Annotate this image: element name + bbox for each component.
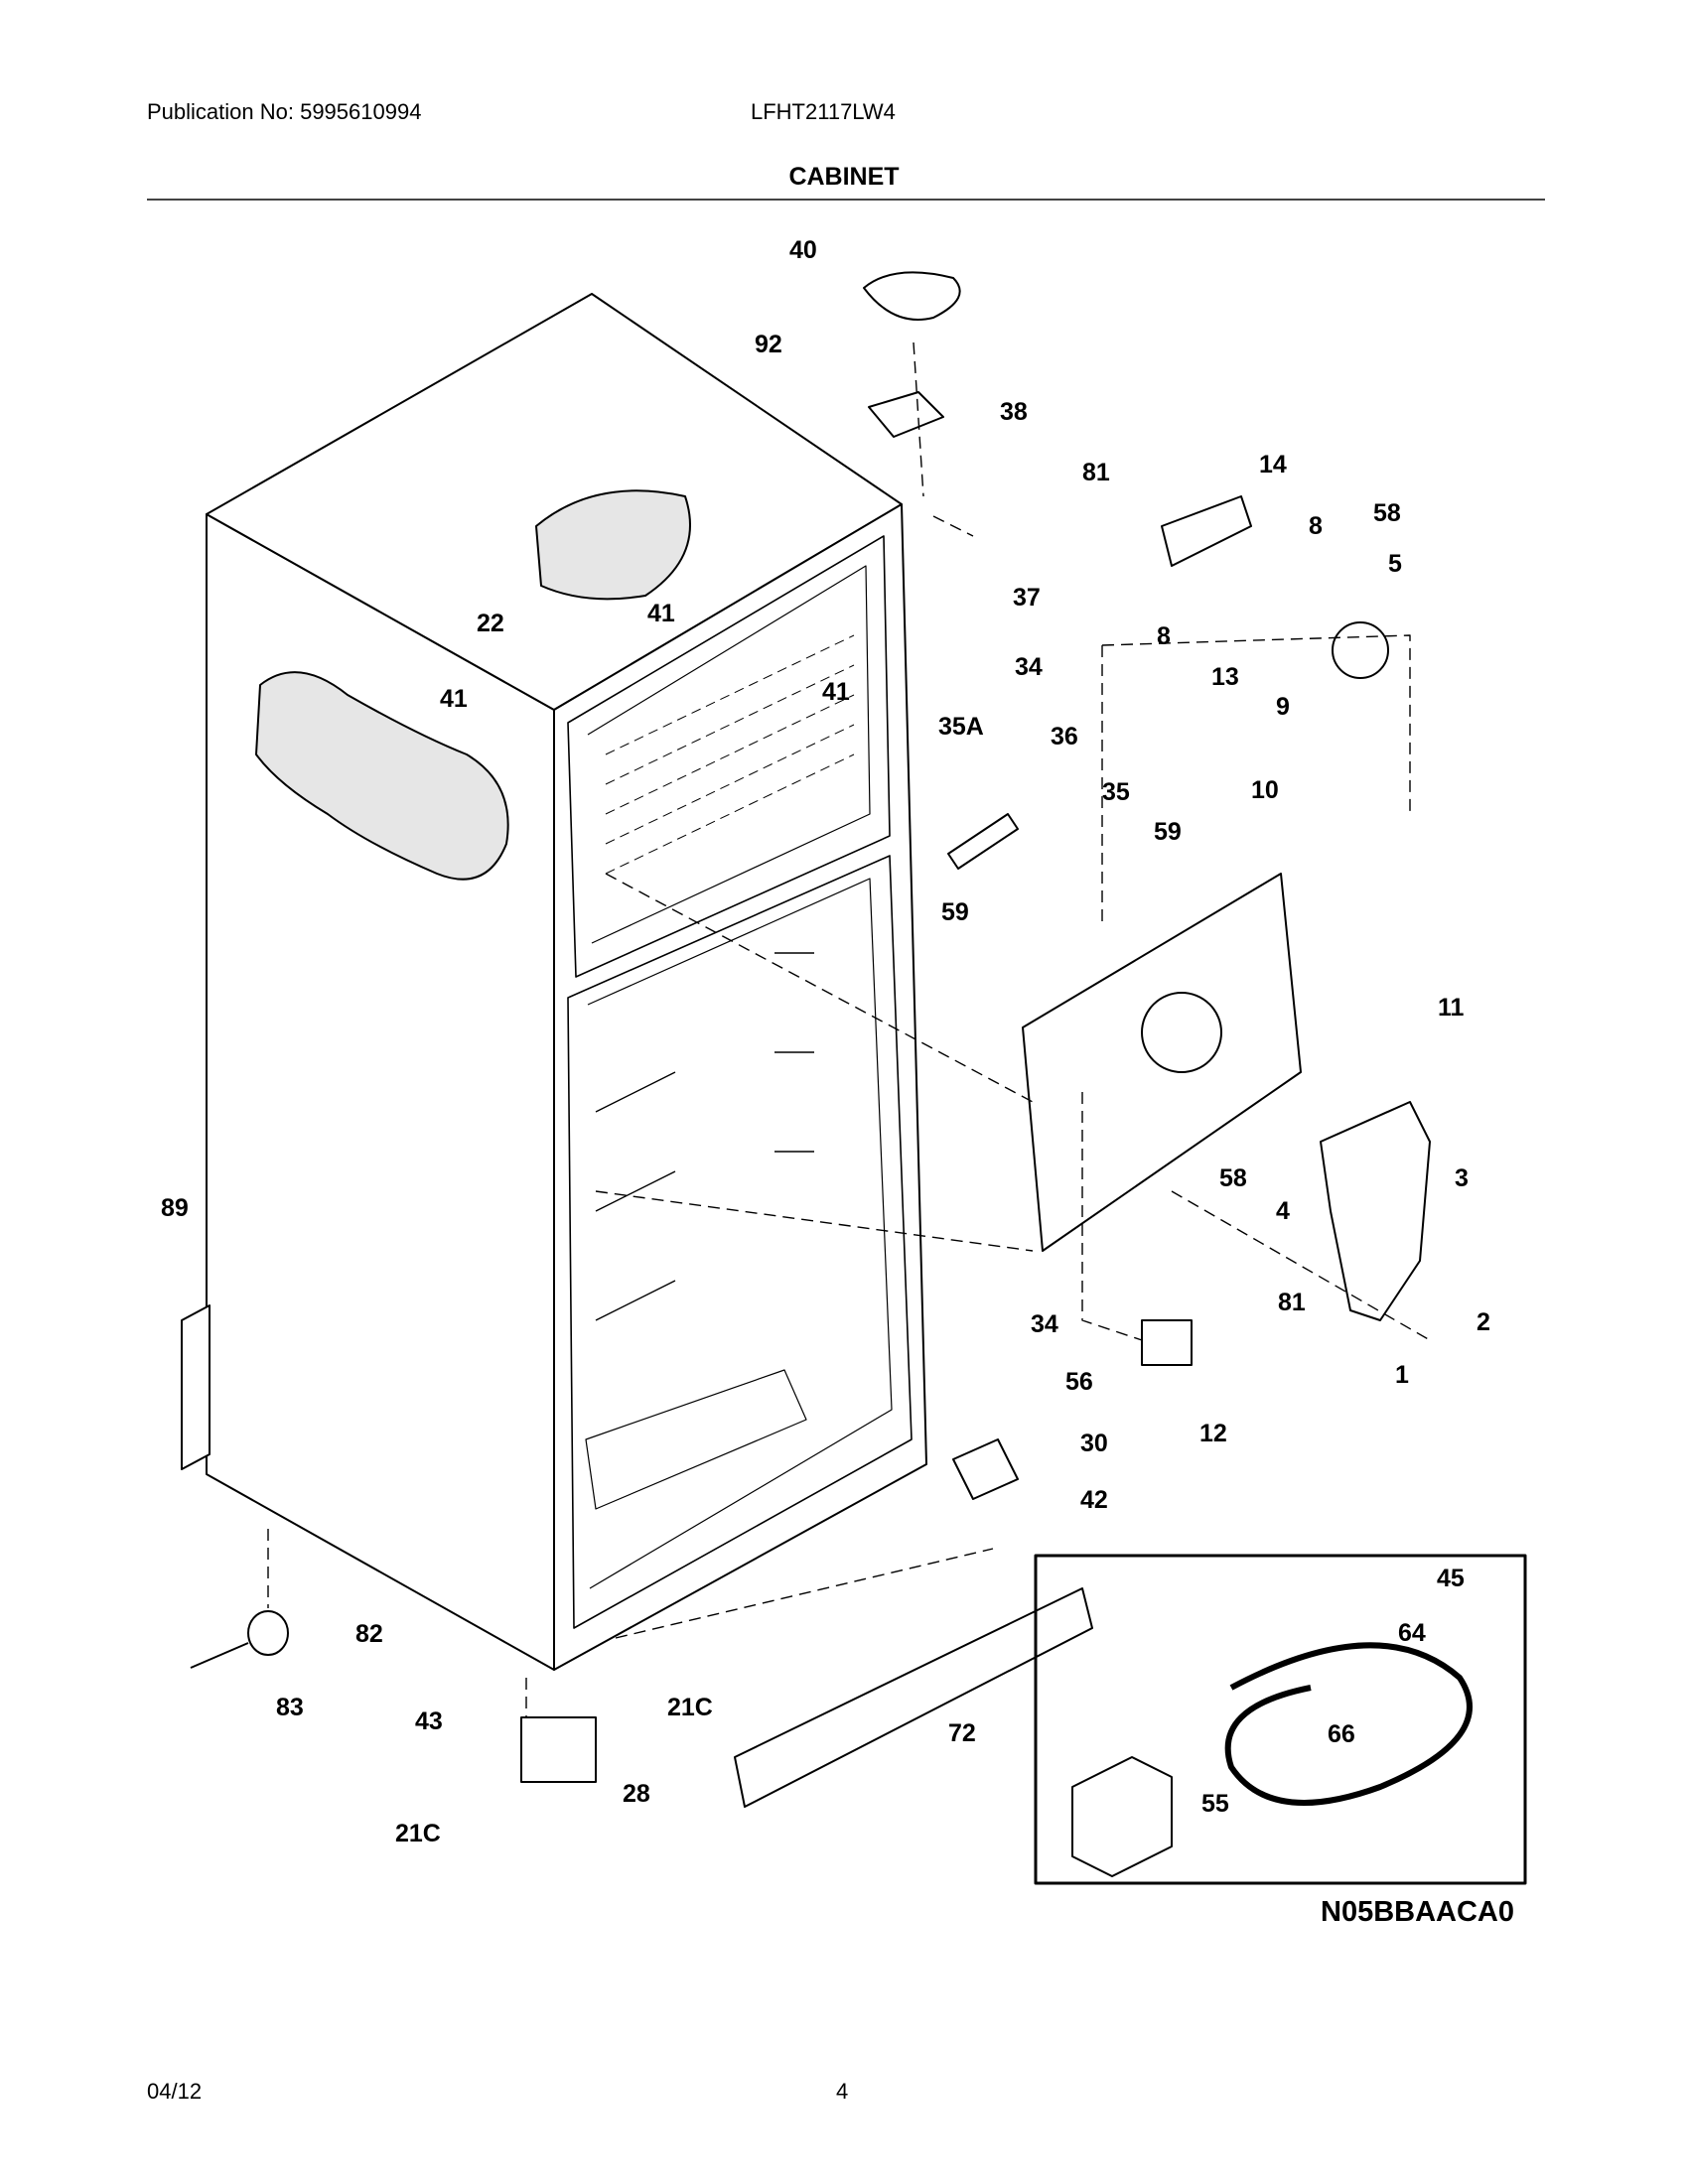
callout-5: 5 — [1388, 550, 1402, 578]
callout-59: 59 — [1154, 818, 1182, 846]
callout-83: 83 — [276, 1694, 304, 1721]
callout-labels: 40 92 38 37 81 14 8 58 5 8 13 9 41 22 41… — [161, 236, 1490, 1847]
fan-opening — [1141, 992, 1222, 1073]
callout-12: 12 — [1199, 1420, 1227, 1447]
callout-58: 58 — [1373, 499, 1401, 527]
leveling-leg — [247, 1610, 289, 1656]
callout-92: 92 — [755, 331, 782, 358]
callout-10: 10 — [1251, 776, 1279, 804]
callout-41: 41 — [647, 600, 675, 627]
hinge-cover — [863, 271, 961, 321]
center-hinge — [947, 813, 1019, 870]
callout-43: 43 — [415, 1707, 443, 1735]
relay-part — [520, 1716, 597, 1783]
insulation-patch — [255, 671, 509, 881]
callout-42: 42 — [1080, 1486, 1108, 1514]
callout-58: 58 — [1219, 1164, 1247, 1192]
callout-1: 1 — [1395, 1361, 1409, 1389]
cabinet-front-frame — [553, 503, 927, 1671]
top-cutout — [535, 489, 691, 601]
callout-37: 37 — [1013, 584, 1041, 612]
callout-59: 59 — [941, 898, 969, 926]
crisper-drawer-area — [585, 1369, 807, 1510]
fan-motor-bracket — [1161, 495, 1252, 567]
control-housing — [1320, 1101, 1431, 1321]
callout-28: 28 — [623, 1780, 650, 1808]
callout-45: 45 — [1437, 1565, 1465, 1592]
explode-leaders — [267, 341, 1431, 1717]
header-rule — [147, 199, 1545, 201]
callout-30: 30 — [1080, 1430, 1108, 1457]
callout-11: 11 — [1438, 994, 1465, 1022]
diagram-code: N05BBAACA0 — [1321, 1896, 1514, 1928]
callout-35: 35 — [1102, 778, 1130, 806]
callout-81: 81 — [1278, 1289, 1306, 1316]
callout-82: 82 — [355, 1620, 383, 1648]
callout-41: 41 — [822, 678, 850, 706]
callout-14: 14 — [1259, 451, 1287, 478]
icemaker-kit-box — [1034, 1554, 1527, 1885]
cabinet-left-side — [206, 513, 555, 1671]
callout-35A: 35A — [938, 713, 984, 741]
callout-55: 55 — [1201, 1790, 1229, 1818]
callout-8: 8 — [1309, 512, 1323, 540]
publication-number: Publication No: 5995610994 — [147, 99, 422, 124]
toe-grille — [734, 1587, 1093, 1808]
callout-41: 41 — [440, 685, 468, 713]
freezer-compartment — [567, 535, 891, 978]
callout-21C: 21C — [395, 1820, 441, 1847]
page-title: CABINET — [788, 163, 900, 191]
bottom-hinge — [952, 1438, 1019, 1500]
callout-38: 38 — [1000, 398, 1028, 426]
callout-9: 9 — [1276, 693, 1290, 721]
leveling-screw — [190, 1642, 249, 1669]
callout-66: 66 — [1328, 1720, 1355, 1748]
callout-22: 22 — [477, 610, 504, 637]
callout-81: 81 — [1082, 459, 1110, 486]
water-line-coil — [1224, 1642, 1473, 1806]
callout-36: 36 — [1051, 723, 1078, 751]
freezer-liner — [587, 565, 871, 944]
fresh-food-compartment — [567, 855, 913, 1629]
callout-64: 64 — [1398, 1619, 1426, 1647]
callout-8: 8 — [1157, 622, 1171, 650]
water-valve — [1071, 1756, 1173, 1877]
back-panel-flap — [181, 1304, 211, 1470]
callout-40: 40 — [789, 236, 817, 264]
electrical-box — [1141, 1319, 1193, 1366]
callout-89: 89 — [161, 1194, 189, 1222]
callout-21C: 21C — [667, 1694, 713, 1721]
callout-13: 13 — [1211, 663, 1239, 691]
shelf-supports — [595, 952, 814, 1321]
fan-blade — [1332, 621, 1389, 679]
callout-4: 4 — [1276, 1197, 1290, 1225]
callout-34: 34 — [1015, 653, 1043, 681]
cabinet-drawing — [181, 271, 1527, 1885]
callout-3: 3 — [1455, 1164, 1469, 1192]
page-number: 4 — [836, 2079, 849, 2104]
callout-34: 34 — [1031, 1310, 1058, 1338]
callout-72: 72 — [948, 1719, 976, 1747]
fresh-food-liner — [587, 878, 893, 1589]
top-hinge — [868, 391, 944, 438]
footer-date: 04/12 — [147, 2079, 203, 2104]
model-number: LFHT2117LW4 — [751, 99, 896, 124]
callout-56: 56 — [1065, 1368, 1093, 1396]
callout-2: 2 — [1477, 1308, 1490, 1336]
